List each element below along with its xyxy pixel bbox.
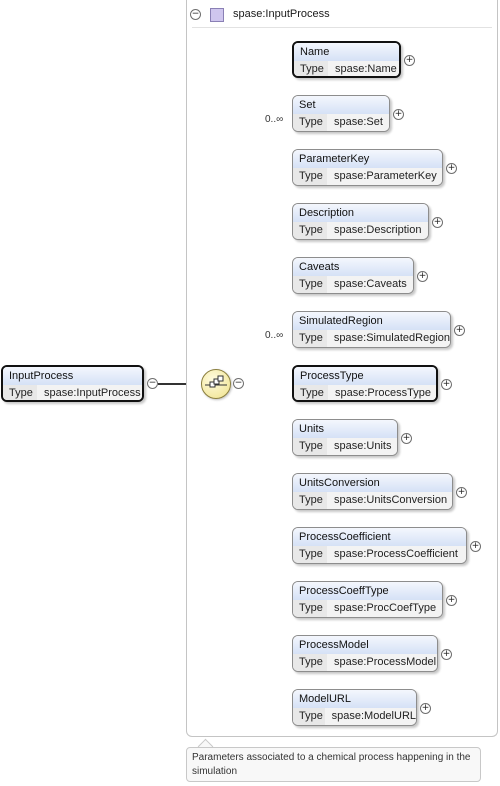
element-type-value: spase:UnitsConversion — [327, 492, 452, 509]
element-type-label: Type — [293, 438, 327, 455]
element-type-value: spase:Description — [327, 222, 428, 239]
sequence-compositor-icon[interactable] — [201, 369, 231, 399]
element-name: ModelURL — [293, 690, 416, 708]
element-type-label: Type — [293, 708, 325, 725]
element-type-value: spase:ProcessCoefficient — [327, 546, 466, 563]
root-collapse-toggle[interactable]: − — [147, 378, 158, 389]
element-type-label: Type — [293, 276, 327, 293]
element-name: SimulatedRegion — [293, 312, 450, 330]
element-type-label: Type — [293, 600, 327, 617]
sequence-collapse-toggle[interactable]: − — [233, 378, 244, 389]
root-type-label: Type — [3, 385, 37, 400]
element-type-value: spase:SimulatedRegion — [326, 330, 450, 347]
expand-toggle[interactable]: + — [420, 703, 431, 714]
element-type-label: Type — [293, 546, 327, 563]
expand-toggle[interactable]: + — [446, 595, 457, 606]
expand-toggle[interactable]: + — [417, 271, 428, 282]
root-element-name: InputProcess — [3, 367, 142, 385]
expand-toggle[interactable]: + — [470, 541, 481, 552]
expand-toggle[interactable]: + — [401, 433, 412, 444]
expand-toggle[interactable]: + — [393, 109, 404, 120]
element-name: Set — [293, 96, 389, 114]
element-type-label: Type — [294, 61, 328, 76]
root-element-inputprocess[interactable]: InputProcess Type spase:InputProcess — [1, 365, 144, 402]
element-type-value: spase:Name — [328, 61, 399, 76]
expand-toggle[interactable]: + — [441, 649, 452, 660]
element-type-label: Type — [293, 654, 327, 671]
documentation-annotation: Parameters associated to a chemical proc… — [186, 747, 481, 782]
element-type-label: Type — [293, 330, 327, 347]
type-collapse-toggle[interactable]: − — [190, 9, 201, 20]
occurrence-label: 0..∞ — [265, 114, 284, 125]
element-name: ProcessCoeffType — [293, 582, 442, 600]
expand-toggle[interactable]: + — [456, 487, 467, 498]
type-header-title: spase:InputProcess — [233, 8, 330, 20]
complex-type-icon — [210, 8, 224, 22]
element-type-value: spase:Caveats — [327, 276, 413, 293]
element-name: ParameterKey — [293, 150, 442, 168]
element-type-value: spase:ProcessType — [328, 385, 436, 400]
element-type-label: Type — [293, 114, 327, 131]
element-type-value: spase:Set — [327, 114, 389, 131]
element-name: Name — [294, 43, 399, 61]
element-name: Caveats — [293, 258, 413, 276]
element-name: Units — [293, 420, 397, 438]
element-name: UnitsConversion — [293, 474, 452, 492]
expand-toggle[interactable]: + — [404, 55, 415, 66]
element-name: ProcessCoefficient — [293, 528, 466, 546]
element-type-value: spase:Units — [327, 438, 397, 455]
element-name: Description — [293, 204, 428, 222]
element-type-value: spase:ParameterKey — [327, 168, 442, 185]
element-type-label: Type — [293, 168, 327, 185]
expand-toggle[interactable]: + — [441, 379, 452, 390]
expand-toggle[interactable]: + — [432, 217, 443, 228]
element-type-value: spase:ModelURL — [324, 708, 416, 725]
element-type-value: spase:ProcessModel — [327, 654, 437, 671]
type-header-divider — [192, 27, 492, 28]
sequence-icon — [205, 375, 227, 388]
root-type-value: spase:InputProcess — [37, 385, 142, 400]
element-type-label: Type — [294, 385, 328, 400]
element-type-label: Type — [293, 222, 327, 239]
element-type-label: Type — [293, 492, 327, 509]
element-type-value: spase:ProcCoefType — [327, 600, 442, 617]
expand-toggle[interactable]: + — [446, 163, 457, 174]
expand-toggle[interactable]: + — [454, 325, 465, 336]
occurrence-label: 0..∞ — [265, 330, 284, 341]
element-name: ProcessType — [294, 367, 436, 385]
element-name: ProcessModel — [293, 636, 437, 654]
